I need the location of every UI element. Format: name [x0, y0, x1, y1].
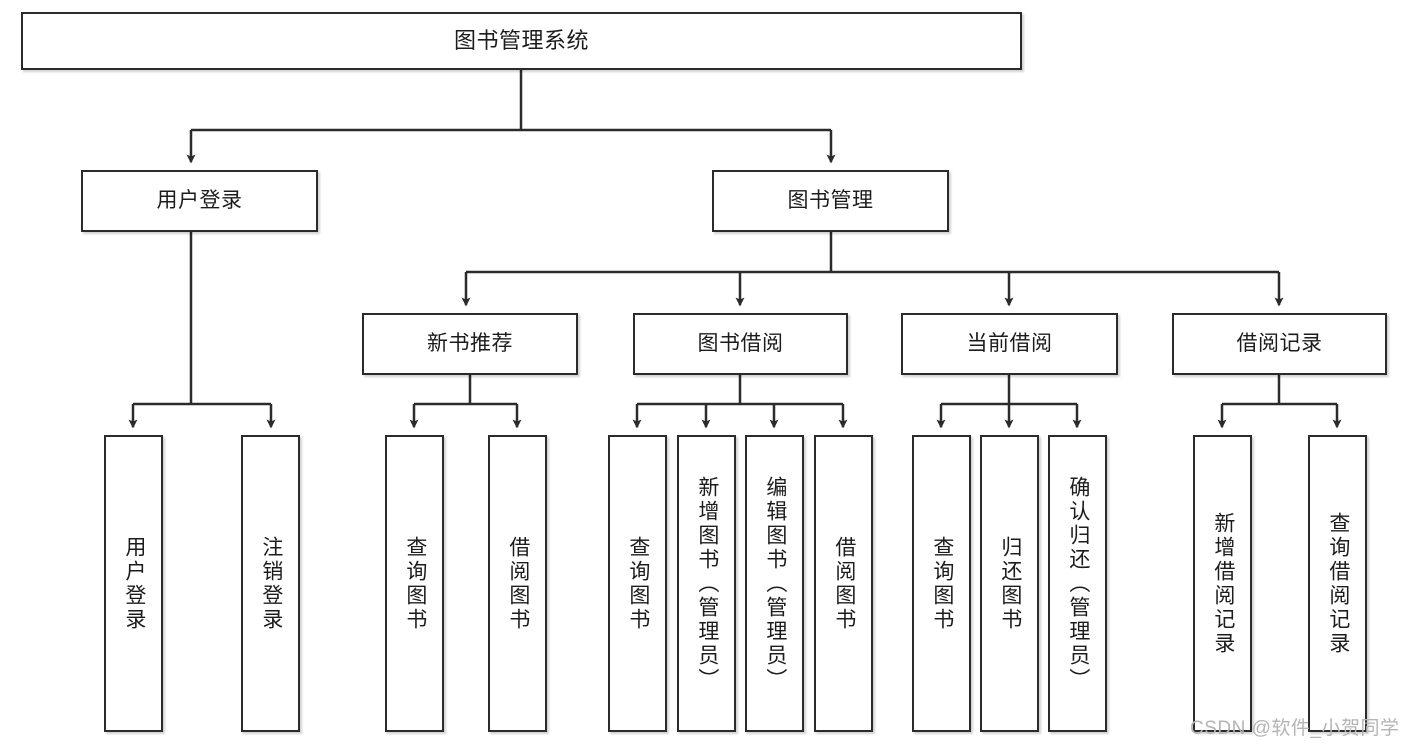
- node-user-login[interactable]: 用户登录: [81, 170, 318, 232]
- node-leaf-borrow-book-recommend[interactable]: 借阅图书: [488, 435, 547, 732]
- node-borrow-record[interactable]: 借阅记录: [1172, 313, 1387, 375]
- node-label: 注销登录: [259, 535, 283, 632]
- node-leaf-query-book-recommend[interactable]: 查询图书: [385, 435, 444, 732]
- node-current-borrow[interactable]: 当前借阅: [901, 313, 1118, 375]
- node-label: 图书管理: [787, 188, 874, 212]
- node-label: 新增图书（管理员）: [695, 475, 719, 692]
- node-leaf-user-login[interactable]: 用户登录: [104, 435, 163, 732]
- node-leaf-borrow-book[interactable]: 借阅图书: [814, 435, 873, 732]
- node-leaf-query-book-borrow[interactable]: 查询图书: [608, 435, 667, 732]
- node-leaf-return-book[interactable]: 归还图书: [980, 435, 1039, 732]
- node-label: 新书推荐: [427, 331, 513, 355]
- node-label: 用户登录: [156, 188, 243, 212]
- node-leaf-add-book-admin[interactable]: 新增图书（管理员）: [677, 435, 736, 732]
- node-leaf-query-borrow-record[interactable]: 查询借阅记录: [1308, 435, 1367, 732]
- node-label: 查询图书: [930, 535, 954, 632]
- node-label: 查询图书: [403, 535, 427, 632]
- node-book-management[interactable]: 图书管理: [712, 170, 949, 232]
- node-label: 确认归还（管理员）: [1066, 475, 1090, 692]
- node-leaf-edit-book-admin[interactable]: 编辑图书（管理员）: [745, 435, 804, 732]
- node-label: 用户登录: [122, 535, 146, 632]
- node-label: 当前借阅: [966, 331, 1053, 355]
- node-label: 查询图书: [626, 535, 650, 632]
- csdn-watermark: CSDN @软件_小贺同学: [1190, 718, 1400, 739]
- node-new-book-recommend[interactable]: 新书推荐: [362, 313, 578, 375]
- node-label: 借阅记录: [1236, 331, 1323, 355]
- node-leaf-query-book-current[interactable]: 查询图书: [912, 435, 971, 732]
- node-label: 新增借阅记录: [1211, 511, 1235, 656]
- node-leaf-add-borrow-record[interactable]: 新增借阅记录: [1193, 435, 1252, 732]
- node-label: 借阅图书: [832, 535, 856, 632]
- node-book-borrow[interactable]: 图书借阅: [633, 313, 848, 375]
- node-leaf-logout-login[interactable]: 注销登录: [241, 435, 300, 732]
- node-label: 图书管理系统: [453, 28, 589, 54]
- node-label: 借阅图书: [506, 535, 530, 632]
- node-label: 图书借阅: [697, 331, 784, 355]
- node-root-book-management-system[interactable]: 图书管理系统: [21, 12, 1022, 70]
- node-label: 归还图书: [998, 535, 1022, 632]
- node-leaf-confirm-return-admin[interactable]: 确认归还（管理员）: [1048, 435, 1107, 732]
- node-label: 查询借阅记录: [1326, 511, 1350, 656]
- node-label: 编辑图书（管理员）: [763, 475, 787, 692]
